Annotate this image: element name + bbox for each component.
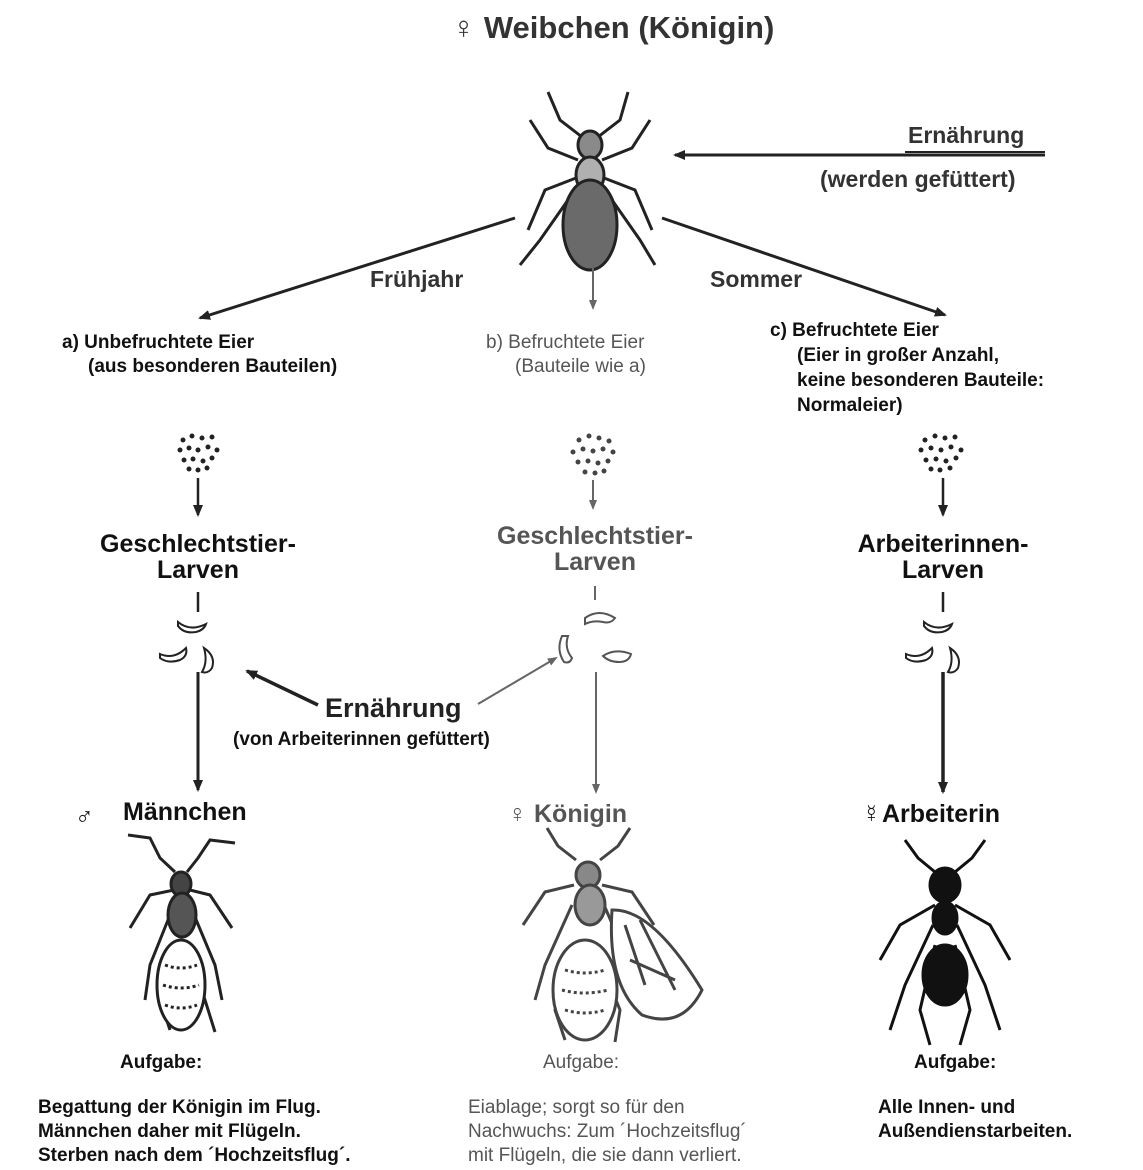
task-heading-male: Aufgabe: (120, 1052, 202, 1074)
caste-worker-label: Arbeiterin (882, 800, 1000, 830)
caste-queen-label: Königin (534, 800, 627, 830)
task-worker-line2: Außendienstarbeiten. (878, 1121, 1072, 1143)
male-symbol: ♂ (75, 802, 94, 832)
larvae-b-line2: Larven (485, 548, 705, 578)
season-spring-label: Frühjahr (370, 266, 463, 293)
task-male-line1: Begattung der Königin im Flug. (38, 1097, 321, 1119)
queen-symbol: ♀ (508, 800, 527, 830)
larvae-c-line2: Larven (833, 556, 1053, 586)
queen-ant-top-icon (520, 92, 655, 270)
eggs-c-line3: keine besonderen Bauteile: (797, 370, 1044, 392)
worker-ant-icon (880, 840, 1010, 1045)
task-male-line2: Männchen daher mit Flügeln. (38, 1121, 301, 1143)
arrow-feeding-to-larvae-b (478, 658, 556, 704)
task-worker-line1: Alle Innen- und (878, 1097, 1015, 1119)
arrow-to-summer-eggs (662, 218, 945, 315)
feeding-mid-label: Ernährung (325, 693, 462, 725)
task-queen-line2: Nachwuchs: Zum ´Hochzeitsflug´ (468, 1121, 747, 1143)
larvae-c-icon (906, 622, 959, 673)
eggs-c-line2: (Eier in großer Anzahl, (797, 345, 999, 367)
eggs-cluster-c-icon (919, 434, 964, 473)
feeding-mid-sub: (von Arbeiterinnen gefüttert) (233, 729, 490, 751)
task-queen-line1: Eiablage; sorgt so für den (468, 1097, 685, 1119)
task-heading-worker: Aufgabe: (914, 1052, 996, 1074)
worker-symbol: ☿ (862, 800, 881, 830)
larvae-a-icon (160, 622, 213, 673)
larvae-a-line2: Larven (88, 556, 308, 586)
arrow-feeding-to-larvae-a (247, 671, 318, 705)
eggs-a-line1: a) Unbefruchtete Eier (62, 332, 254, 354)
larvae-b-icon (559, 613, 631, 663)
male-ant-icon (128, 835, 235, 1032)
eggs-c-line4: Normaleier) (797, 395, 903, 417)
season-summer-label: Sommer (710, 266, 802, 293)
task-male-line3: Sterben nach dem ´Hochzeitsflug´. (38, 1145, 350, 1167)
feeding-top-label: Ernährung (908, 122, 1024, 149)
winged-queen-ant-icon (523, 828, 702, 1042)
eggs-b-line1: b) Befruchtete Eier (486, 332, 644, 354)
task-queen-line3: mit Flügeln, die sie dann verliert. (468, 1145, 742, 1167)
eggs-cluster-b-icon (571, 434, 616, 476)
page-title: ♀ Weibchen (Königin) (452, 10, 774, 47)
eggs-cluster-a-icon (178, 434, 220, 473)
eggs-b-line2: (Bauteile wie a) (515, 356, 646, 378)
task-heading-queen: Aufgabe: (543, 1052, 619, 1074)
eggs-c-line1: c) Befruchtete Eier (770, 320, 939, 342)
arrow-to-spring-eggs (200, 218, 515, 318)
caste-male-label: Männchen (123, 798, 247, 828)
eggs-a-line2: (aus besonderen Bauteilen) (88, 356, 337, 378)
feeding-top-sub: (werden gefüttert) (820, 166, 1016, 193)
